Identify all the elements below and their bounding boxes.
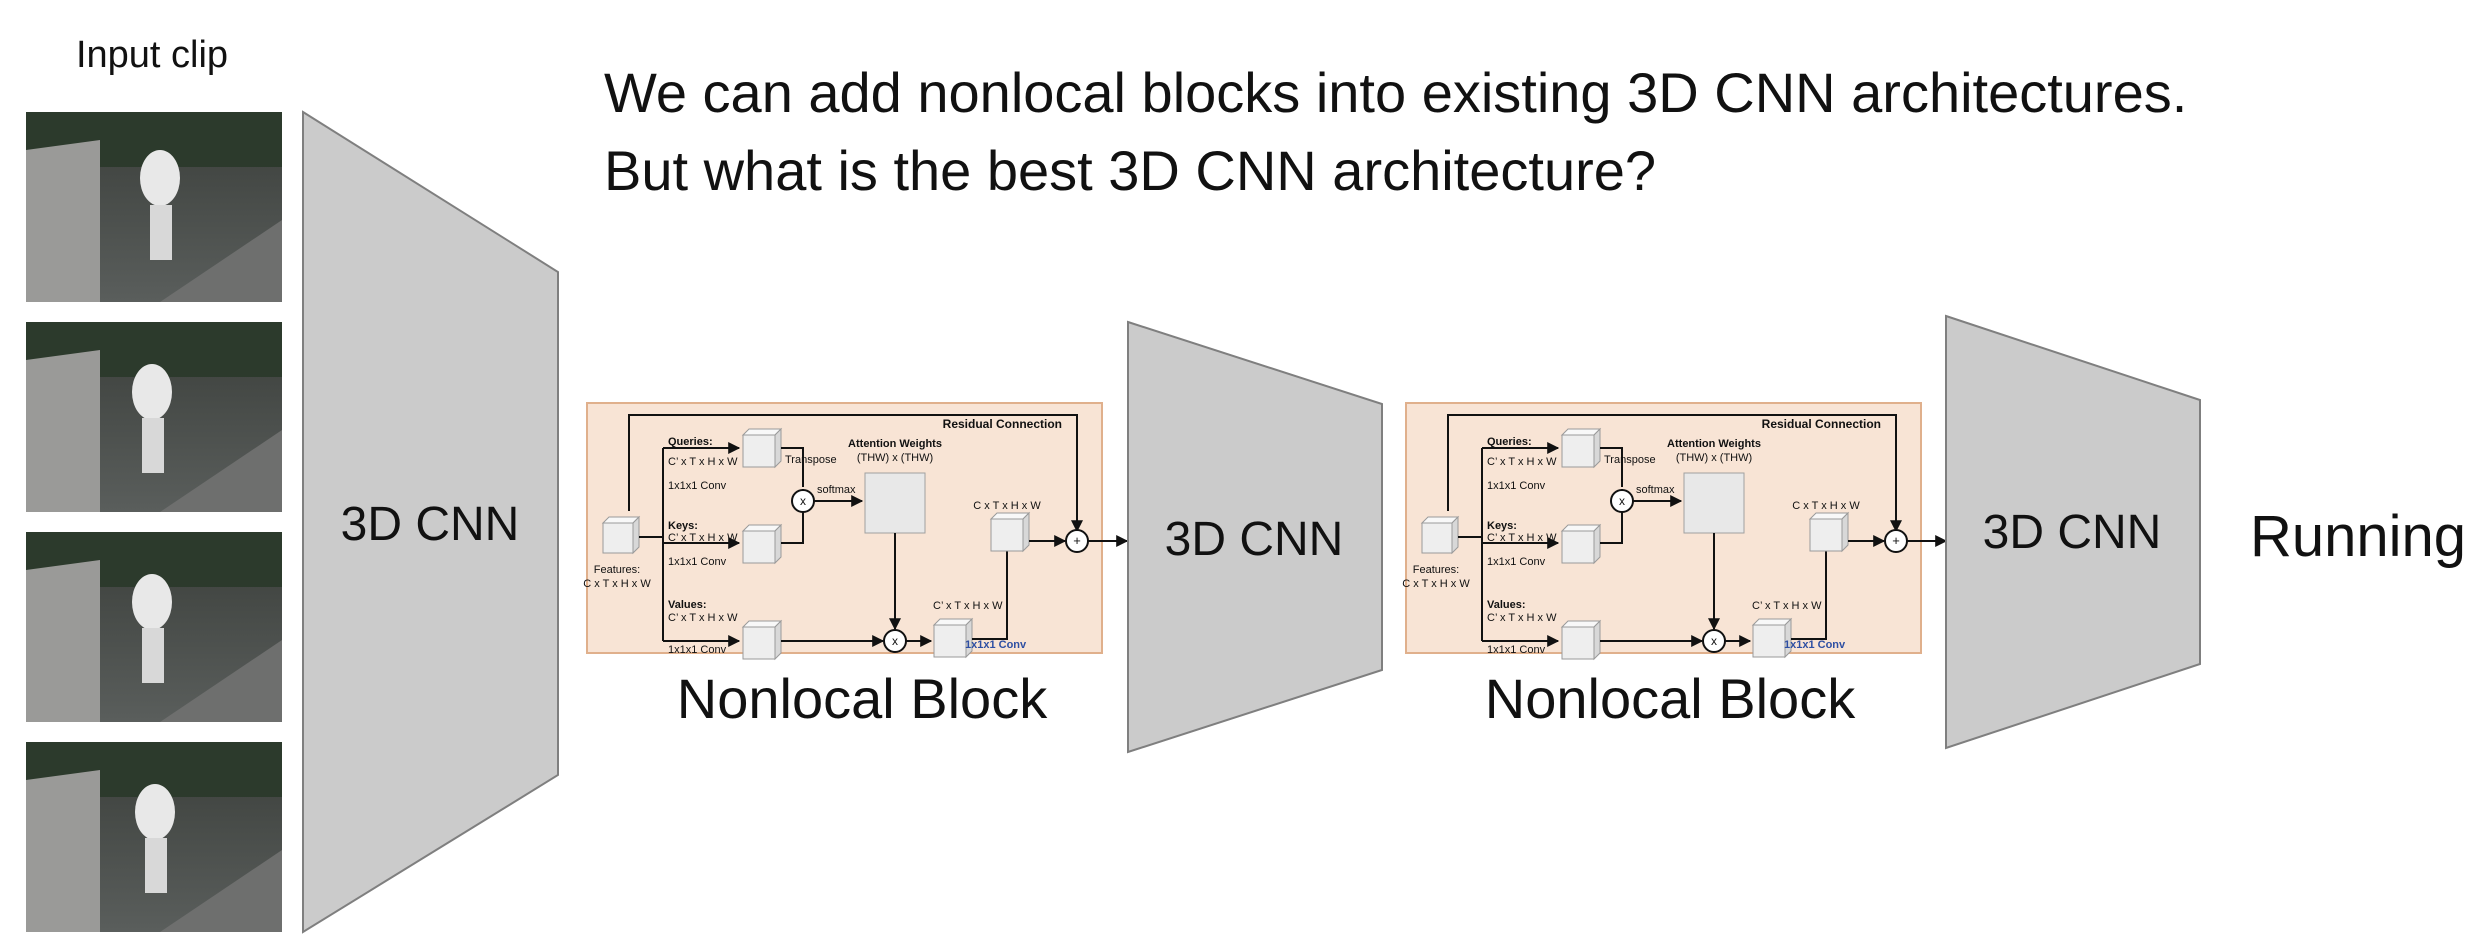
svg-text:1x1x1 Conv: 1x1x1 Conv	[965, 639, 1027, 651]
input-clip-label: Input clip	[76, 34, 228, 76]
svg-text:C’ x T x H x W: C’ x T x H x W	[668, 456, 738, 468]
svg-text:C’ x T x H x W: C’ x T x H x W	[1487, 612, 1557, 624]
cnn-label-3: 3D CNN	[1983, 506, 2162, 559]
svg-text:C’ x T x H x W: C’ x T x H x W	[668, 612, 738, 624]
svg-text:+: +	[1073, 533, 1081, 548]
svg-text:C’ x T x H x W: C’ x T x H x W	[1487, 532, 1557, 544]
svg-text:Residual Connection: Residual Connection	[1762, 417, 1881, 431]
headline-line-1: We can add nonlocal blocks into existing…	[604, 61, 2187, 124]
svg-text:1x1x1 Conv: 1x1x1 Conv	[1487, 556, 1546, 568]
cnn-trapezoid-2	[1127, 320, 1383, 754]
svg-text:Transpose: Transpose	[1604, 454, 1656, 466]
cnn-trapezoid-3	[1945, 314, 2201, 750]
svg-text:softmax: softmax	[817, 484, 856, 496]
nonlocal-block-1: Residual Connection Queries: C’ x T x H …	[583, 403, 1127, 659]
nonlocal-block-2: Residual Connection Queries: C’ x T x H …	[1402, 403, 1946, 659]
svg-text:1x1x1 Conv: 1x1x1 Conv	[1784, 639, 1846, 651]
svg-text:C x T x H x W: C x T x H x W	[1792, 500, 1860, 512]
svg-text:C’ x T x H x W: C’ x T x H x W	[1752, 600, 1822, 612]
svg-text:1x1x1 Conv: 1x1x1 Conv	[668, 480, 727, 492]
svg-text:x: x	[800, 494, 806, 508]
svg-text:1x1x1 Conv: 1x1x1 Conv	[1487, 480, 1546, 492]
svg-text:Features:: Features:	[1413, 564, 1459, 576]
svg-text:x: x	[1711, 634, 1717, 648]
svg-text:Features:: Features:	[594, 564, 640, 576]
cnn-label-2: 3D CNN	[1165, 513, 1344, 566]
nonlocal-block-2-title: Nonlocal Block	[1485, 667, 1856, 730]
svg-text:+: +	[1892, 533, 1900, 548]
svg-text:(THW) x (THW): (THW) x (THW)	[1676, 452, 1752, 464]
output-label: Running	[2250, 504, 2466, 569]
video-frame	[26, 532, 282, 722]
svg-text:C x T x H x W: C x T x H x W	[1402, 578, 1470, 590]
svg-text:C x T x H x W: C x T x H x W	[583, 578, 651, 590]
svg-text:Keys:: Keys:	[668, 520, 698, 532]
svg-text:Values:: Values:	[1487, 599, 1526, 611]
svg-text:C’ x T x H x W: C’ x T x H x W	[933, 600, 1003, 612]
cnn-trapezoid-1	[302, 110, 559, 934]
svg-text:1x1x1 Conv: 1x1x1 Conv	[668, 556, 727, 568]
svg-text:x: x	[892, 634, 898, 648]
svg-text:softmax: softmax	[1636, 484, 1675, 496]
cnn-label-1: 3D CNN	[341, 498, 520, 551]
svg-text:(THW) x (THW): (THW) x (THW)	[857, 452, 933, 464]
svg-text:Transpose: Transpose	[785, 454, 837, 466]
video-frame	[26, 742, 282, 932]
svg-text:Keys:: Keys:	[1487, 520, 1517, 532]
svg-text:Values:: Values:	[668, 599, 707, 611]
video-frame	[26, 112, 282, 302]
svg-text:C’ x T x H x W: C’ x T x H x W	[668, 532, 738, 544]
svg-text:Residual Connection: Residual Connection	[943, 417, 1062, 431]
svg-text:x: x	[1619, 494, 1625, 508]
video-frame	[26, 322, 282, 512]
headline-line-2: But what is the best 3D CNN architecture…	[604, 139, 1656, 202]
svg-text:Attention Weights: Attention Weights	[848, 438, 942, 450]
svg-text:Queries:: Queries:	[1487, 436, 1532, 448]
input-frames	[26, 112, 282, 932]
svg-text:1x1x1 Conv: 1x1x1 Conv	[1487, 644, 1546, 656]
svg-text:C x T x H x W: C x T x H x W	[973, 500, 1041, 512]
svg-text:1x1x1 Conv: 1x1x1 Conv	[668, 644, 727, 656]
svg-text:Queries:: Queries:	[668, 436, 713, 448]
nonlocal-block-1-title: Nonlocal Block	[677, 667, 1048, 730]
svg-text:Attention Weights: Attention Weights	[1667, 438, 1761, 450]
svg-text:C’ x T x H x W: C’ x T x H x W	[1487, 456, 1557, 468]
